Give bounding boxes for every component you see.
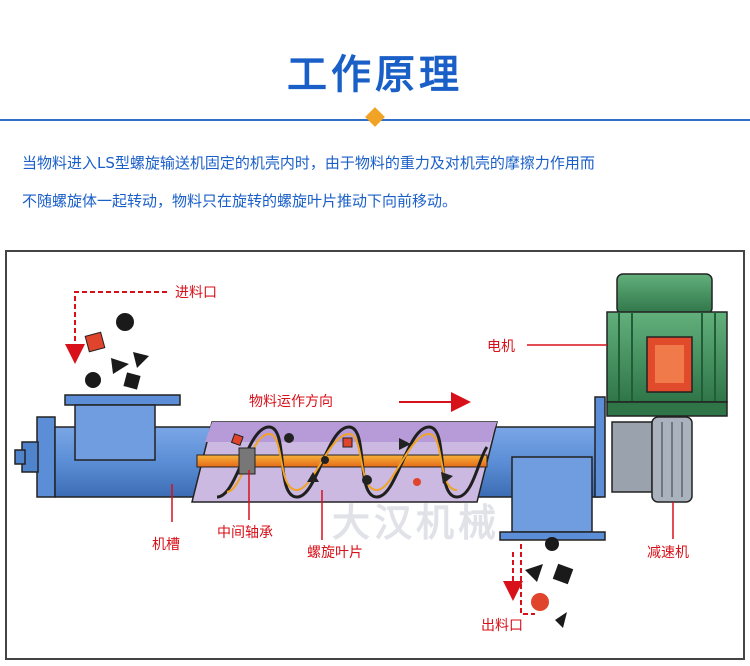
reducer [611,416,693,503]
outlet-material [525,537,574,628]
label-inlet: 进料口 [175,285,217,301]
label-trough: 机槽 [152,537,180,553]
description-line-1: 当物料进入LS型螺旋输送机固定的机壳内时，由于物料的重力及对机壳的摩擦力作用而 [22,154,595,172]
label-motor: 电机 [487,339,515,355]
watermark: 大汉机械 [332,501,501,545]
page-title: 工作原理 [287,52,463,98]
diagram-svg [14,273,728,628]
label-outlet: 出料口 [481,618,523,634]
label-flow-direction: 物料运作方向 [249,394,333,410]
left-end-bearing [14,416,56,498]
screw-conveyor-diagram: 大汉机械 进料口 电机 物料运作方向 机槽 中间轴承 螺旋叶片 减速机 出料口 [5,250,745,660]
label-reducer: 减速机 [647,545,689,561]
motor [606,273,728,417]
right-flange [594,396,606,498]
cutaway-interior [191,421,498,503]
spiral-blade-curve [216,425,489,499]
middle-bearing-block [238,447,256,475]
inlet-hopper [64,394,181,461]
inlet-material [84,313,149,390]
annotation-arrows [65,291,674,615]
diamond-ornament-icon [365,107,385,127]
description-line-2: 不随螺旋体一起转动，物料只在旋转的螺旋叶片推动下向前移动。 [22,192,458,210]
label-middle-bearing: 中间轴承 [217,525,273,541]
label-spiral-blade: 螺旋叶片 [307,545,363,561]
outlet-box [499,456,606,541]
